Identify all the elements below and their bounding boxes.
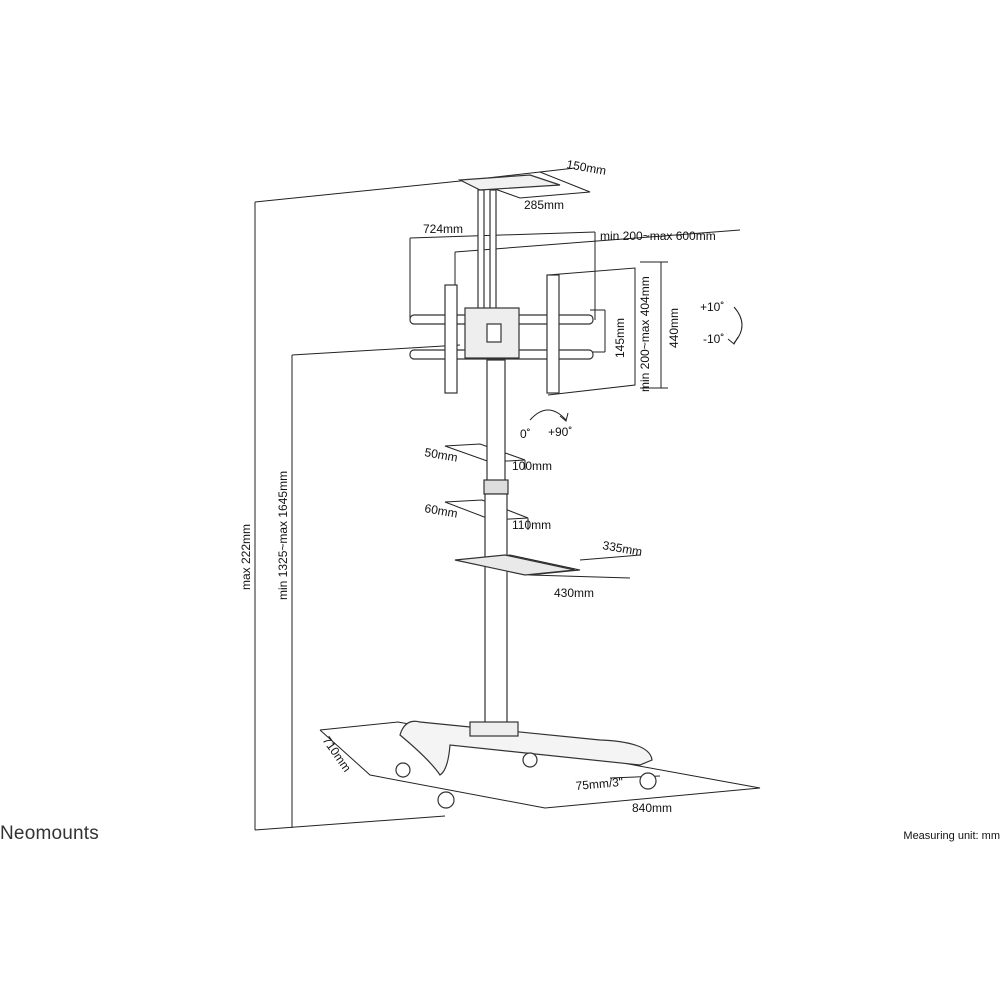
top-plate-depth-label: 150mm xyxy=(565,157,607,178)
tv-trolley xyxy=(395,174,657,809)
lower-pole-depth-label: 60mm xyxy=(423,501,458,521)
top-plate xyxy=(457,174,561,191)
base-frame xyxy=(399,720,653,776)
lower-pole xyxy=(484,493,508,731)
shelf-depth-label: 335mm xyxy=(601,538,643,559)
bracket-width-label: 724mm xyxy=(423,222,463,236)
shelf xyxy=(454,554,576,576)
brand-logo: Neomounts xyxy=(0,823,99,844)
lower-pole-width-label: 110mm xyxy=(512,518,551,532)
vesa-vertical-label: min 200~max 404mm xyxy=(638,276,652,392)
caster-front-right xyxy=(639,772,657,790)
caster-rear-center xyxy=(522,752,538,768)
measuring-unit-note: Measuring unit: mm xyxy=(903,830,1000,842)
base-depth-label: 710mm xyxy=(320,734,354,775)
rotate-zero-label: 0˚ xyxy=(520,427,531,441)
bracket-height-label: 440mm xyxy=(667,308,681,348)
upper-pole xyxy=(486,359,506,486)
top-plate-width-label: 285mm xyxy=(524,198,564,212)
tilt-up-label: +10˚ xyxy=(700,300,724,314)
caster-rear-left xyxy=(395,762,411,778)
upper-pole-depth-label: 50mm xyxy=(423,445,458,465)
max-height-label: max 222mm xyxy=(239,524,253,590)
caster-front-left xyxy=(437,791,455,809)
base-width-label: 840mm xyxy=(632,801,672,815)
height-range-label: min 1325~max 1645mm xyxy=(276,471,290,600)
shelf-width-label: 430mm xyxy=(554,586,594,600)
vesa-horizontal-label: min 200~max 600mm xyxy=(600,229,716,243)
dimension-lines xyxy=(254,167,761,831)
rotate-ninety-label: +90˚ xyxy=(548,425,572,439)
caster-size-label: 75mm/3" xyxy=(575,775,624,793)
upper-pole-width-label: 100mm xyxy=(512,459,552,473)
rotation-arrows xyxy=(529,306,743,422)
arm-spacing-label: 145mm xyxy=(613,318,627,358)
tilt-down-label: -10˚ xyxy=(703,332,724,346)
